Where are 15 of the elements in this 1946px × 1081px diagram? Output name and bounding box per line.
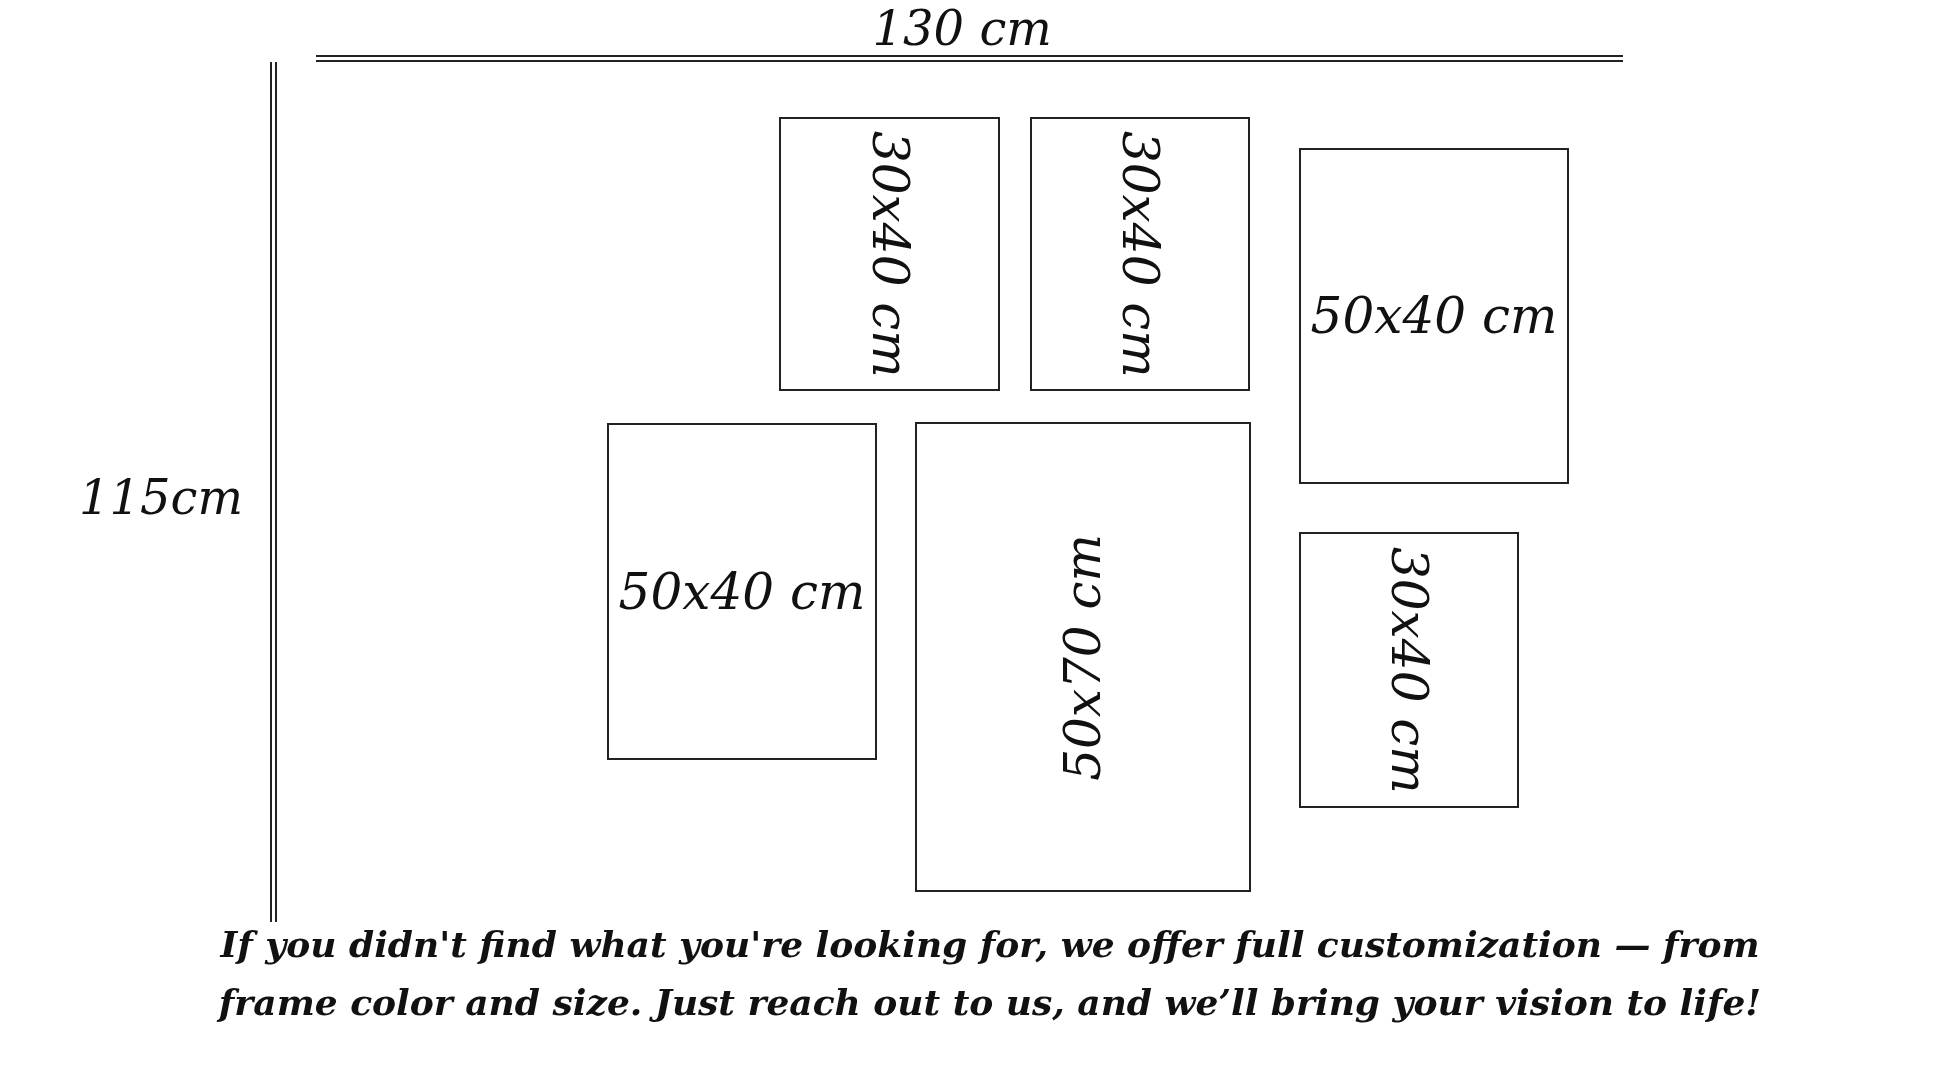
picture-frame — [915, 422, 1251, 892]
picture-frame — [1299, 148, 1569, 484]
picture-frame — [607, 423, 877, 760]
frame-size-label: 30x40 cm — [1380, 546, 1438, 794]
frame-size-label: 30x40 cm — [860, 130, 919, 378]
picture-frame — [1030, 117, 1250, 391]
frame-size-label: 50x40 cm — [618, 562, 866, 621]
picture-frame — [779, 117, 1000, 391]
picture-frame — [1299, 532, 1519, 808]
dimension-label: 115cm — [79, 469, 243, 525]
caption: If you didn't find what you're looking for, we offer full customization — from frame color and size. Just reach out to us, and we’ll bring your vision to life! — [215, 922, 1763, 1025]
frame-size-label: 30x40 cm — [1111, 130, 1169, 378]
frame-size-label: 50x40 cm — [1310, 287, 1558, 345]
frame-size-label: 50x70 cm — [1054, 533, 1112, 781]
dimension-label: 130 cm — [872, 0, 1052, 56]
